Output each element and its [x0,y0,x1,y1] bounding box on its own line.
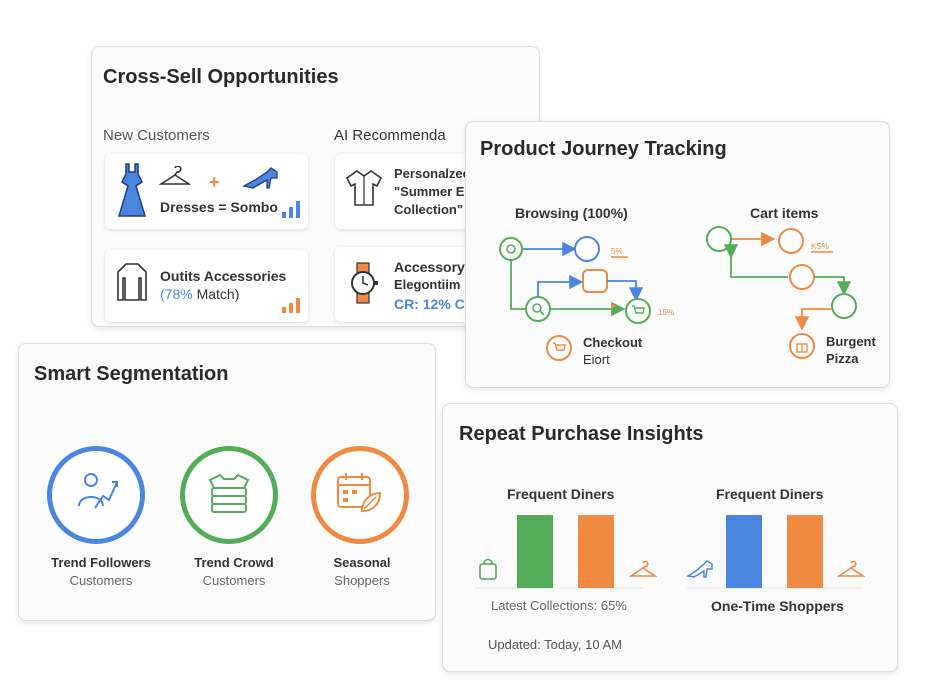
pizza-label: Pizza [826,351,859,366]
updated-timestamp: Updated: Today, 10 AM [488,637,622,652]
watch-icon [351,262,378,304]
gift-icon [796,343,808,353]
new-customers-heading: New Customers [103,127,210,144]
one-time-shoppers-caption: One-Time Shoppers [711,598,844,614]
left-bar-green [517,515,553,588]
journey-title: Product Journey Tracking [480,138,727,160]
repeat-bar-charts [475,515,863,589]
journey-card: Product Journey Tracking Browsing (100%)… [465,121,890,388]
burger-label: Burgent [826,334,876,349]
hanger-right-icon [837,561,865,577]
bar-signal-orange-icon [282,298,300,313]
browse-target-icon [506,244,516,254]
segmentation-card: Smart Segmentation Trend Followers Custo… [18,343,436,621]
checkout-sub-label: Eiort [583,352,610,367]
seasonal-name: Seasonal [333,555,391,570]
repeat-purchase-title: Repeat Purchase Insights [459,423,704,445]
match-label: Match) [192,286,240,302]
calendar-leaf-icon [337,473,382,513]
dress-icon [117,163,147,217]
hanger-left-icon [629,561,657,577]
dresses-combo-text: Dresses = Sombo [160,199,278,215]
right-bar-blue [726,515,762,588]
outfits-accessories-tile[interactable]: Outits Accessories (78% Match) [105,250,308,322]
journey-small-label-3: KS% [811,242,829,251]
bar-signal-icon [282,201,300,218]
search-icon [532,303,545,316]
clothes-stack-icon [208,473,250,513]
personalized-line1: Personalzec [394,166,470,181]
hanger-icon [159,166,191,185]
shirt-icon [345,170,383,206]
heel-shoe-icon [242,167,278,189]
repeat-purchase-card: Repeat Purchase Insights Frequent Diners… [442,403,898,672]
trend-crowd-sub: Customers [202,573,266,588]
seasonal-shoppers-circle [311,446,409,544]
personalized-line2: "Summer Es [394,184,472,199]
browsing-label: Browsing (100%) [515,205,628,221]
dresses-combo-tile[interactable]: + Dresses = Sombo [105,154,308,229]
trend-followers-sub: Customers [69,573,133,588]
latest-collections-caption: Latest Collections: 65% [491,598,627,613]
trend-followers-name: Trend Followers [51,555,151,570]
match-percent: (78% Match) [160,285,239,303]
conversion-rate: CR: 12% C [394,296,465,312]
cart-icon [632,305,645,314]
left-bar-orange [578,515,614,588]
accessory-line1: Accessory [394,259,465,275]
personalized-line3: Collection" [394,202,463,217]
checkout-label: Checkout [583,335,643,350]
match-percent-value: (78% [160,286,193,302]
journey-small-label-1: 5% [611,247,623,256]
accessory-line2: Elegontiim [394,277,461,292]
trend-crowd-name: Trend Crowd [194,555,274,570]
left-chart-heading: Frequent Diners [507,486,615,502]
plus-sign: + [209,172,220,192]
right-bar-orange [787,515,823,588]
checkout-cart-icon [553,342,566,351]
shopping-bag-icon [479,558,497,580]
journey-small-label-2: 15% [658,308,674,317]
ai-recommendations-heading: AI Recommenda [334,127,446,144]
segmentation-title: Smart Segmentation [34,363,229,385]
heel-shoe-blue-icon [685,560,713,578]
cart-items-label: Cart items [750,205,819,221]
outfits-accessories-text: Outits Accessories [160,268,287,284]
trend-user-icon [78,473,118,509]
cross-sell-title: Cross-Sell Opportunities [103,66,339,88]
seasonal-sub: Shoppers [334,573,390,588]
right-chart-heading: Frequent Diners [716,486,824,502]
sweater-icon [117,263,147,301]
trend-followers-circle [47,446,145,544]
